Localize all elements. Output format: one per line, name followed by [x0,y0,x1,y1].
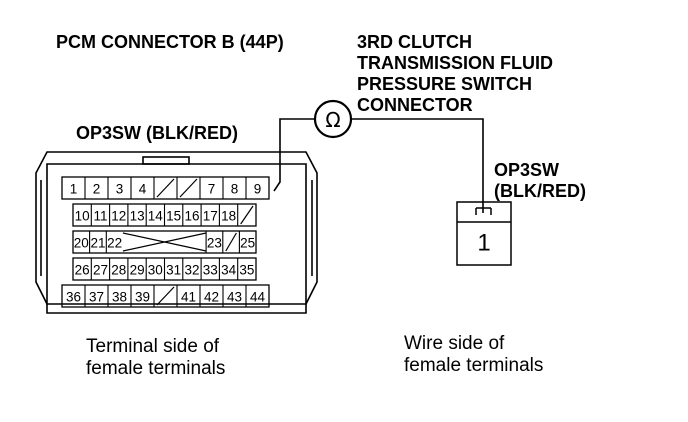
pin-terminal-30: 30 [148,263,163,278]
switch-connector [456,201,512,266]
pin-terminal-38: 38 [112,290,127,305]
wiring [273,118,484,213]
pin-terminal-22: 22 [107,236,122,251]
switch-terminal-1: 1 [477,230,490,257]
pin-row-5 [61,284,270,308]
switch-connector-label-line4: CONNECTOR [357,95,473,115]
pin-terminal-26: 26 [75,263,90,278]
pin-terminal-41: 41 [181,290,196,305]
switch-caption-line1: Wire side of [404,333,505,354]
pin-terminal-36: 36 [66,290,81,305]
switch-caption-line2: female terminals [404,355,543,376]
pin-terminal-42: 42 [204,290,219,305]
pin-terminal-31: 31 [166,263,181,278]
pin-terminal-23: 23 [207,236,222,251]
wire-to-switch-connector [352,118,484,213]
empty-cavity [156,286,175,306]
pin-terminal-9: 9 [254,182,262,197]
empty-cavity [225,232,237,252]
pin-terminal-20: 20 [74,236,89,251]
pin-terminal-4: 4 [139,182,147,197]
pcm-caption-line1: Terminal side of [86,336,220,357]
switch-wire-label-line1: OP3SW [494,160,559,180]
blank-area-cross [122,232,207,252]
ohm-symbol: Ω [325,108,340,132]
pin-terminal-18: 18 [221,209,236,224]
pin-terminal-34: 34 [221,263,237,278]
pin-terminal-17: 17 [203,209,218,224]
pressure-switch-symbol: Ω [313,99,353,139]
pin-terminal-13: 13 [130,209,145,224]
pin-terminal-29: 29 [130,263,145,278]
switch-connector-label-line2: TRANSMISSION FLUID [357,53,553,73]
pin-terminal-3: 3 [116,182,124,197]
pcm-caption-line2: female terminals [86,358,225,379]
pin-row-3 [72,230,257,254]
pin-terminal-12: 12 [111,209,126,224]
pin-terminal-11: 11 [93,209,107,224]
wire-to-pcm [273,118,314,192]
switch-connector-label-line3: PRESSURE SWITCH [357,74,532,94]
pcm-connector-housing [35,151,318,314]
pcm-connector-title: PCM CONNECTOR B (44P) [56,32,284,52]
pin-terminal-33: 33 [203,263,218,278]
pin-terminal-7: 7 [208,182,216,197]
pin-terminal-37: 37 [89,290,104,305]
empty-cavity [179,178,198,198]
pin-terminal-28: 28 [111,263,126,278]
pin-terminal-44: 44 [250,290,266,305]
pin-terminal-21: 21 [90,236,105,251]
pcm-wire-label: OP3SW (BLK/RED) [76,123,238,143]
pin-terminal-8: 8 [231,182,239,197]
empty-cavity [240,205,254,225]
pin-terminal-35: 35 [239,263,254,278]
switch-wire-label-line2: (BLK/RED) [494,181,586,201]
pin-terminal-27: 27 [93,263,108,278]
switch-connector-label-line1: 3RD CLUTCH [357,32,472,52]
empty-cavity [156,178,175,198]
pin-terminal-10: 10 [75,209,90,224]
pin-terminal-32: 32 [184,263,199,278]
pin-terminal-39: 39 [135,290,150,305]
pin-terminal-15: 15 [166,209,181,224]
pin-terminal-14: 14 [148,209,164,224]
pin-terminal-43: 43 [227,290,242,305]
pin-row-1 [61,176,270,200]
pin-terminal-16: 16 [184,209,199,224]
pin-terminal-25: 25 [240,236,255,251]
pin-terminal-1: 1 [70,182,78,197]
pin-terminal-2: 2 [93,182,101,197]
